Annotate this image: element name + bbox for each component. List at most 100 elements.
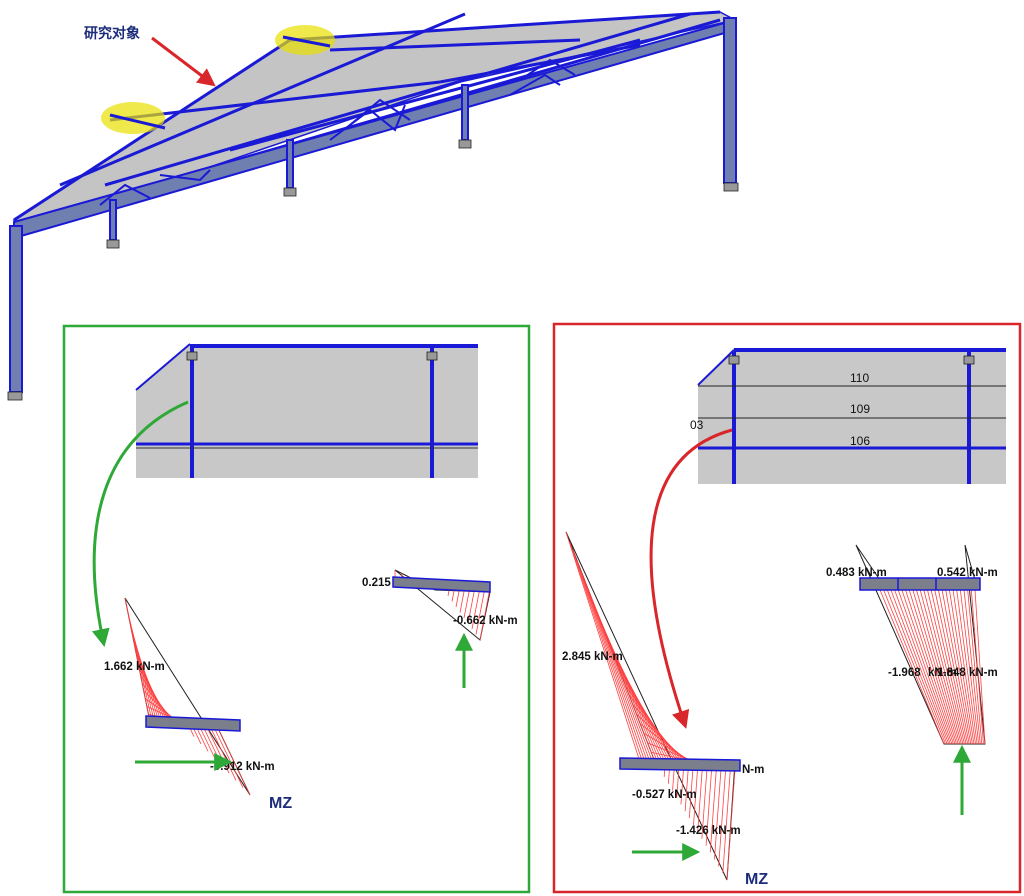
- right-left-moment-diagram: 2.845 kN-m N-m -0.527 kN-m -1.426 kN-m M…: [562, 531, 768, 888]
- moment-hatch-line: [879, 589, 945, 745]
- truss-web: [99, 58, 576, 206]
- moment-hatch-line: [886, 589, 948, 745]
- moment-hatch-line: [676, 769, 680, 798]
- moment-hatch-line: [479, 587, 491, 641]
- moment-hatch-line: [934, 589, 969, 745]
- right-right-left-value: 0.483 kN-m: [826, 567, 887, 579]
- moment-hatch-line: [974, 589, 986, 745]
- moment-hatch-line: [463, 586, 471, 619]
- moment-hatch-line: [565, 531, 641, 763]
- moment-hatch-line: [663, 769, 666, 777]
- left-small-beam-bar: [392, 576, 491, 593]
- left-right-bottom-value: -0.662 kN-m: [453, 615, 518, 627]
- support-left: [7, 391, 23, 401]
- moment-hatch-line: [672, 769, 675, 791]
- moment-hatch-line: [471, 587, 481, 630]
- beam-label-106: 106: [850, 434, 870, 448]
- moment-hatch-line: [923, 589, 964, 745]
- left-column: [9, 225, 23, 393]
- moment-hatch-line: [709, 769, 717, 853]
- left-right-top-value: 0.215: [362, 577, 391, 589]
- moment-hatch-line: [684, 769, 689, 812]
- research-object-arrow: [151, 36, 216, 87]
- moment-hatch-line: [726, 769, 736, 881]
- moment-hatch-line: [945, 589, 973, 745]
- moment-hatch-line: [140, 675, 173, 723]
- moment-hatch-line: [949, 589, 975, 745]
- moment-hatch-line: [701, 769, 708, 839]
- beam-label-109: 109: [850, 402, 870, 416]
- moment-hatch-line: [697, 769, 703, 832]
- right-curved-arrow: [649, 428, 733, 729]
- moment-hatch-line: [573, 551, 646, 763]
- moment-hatch-line: [705, 769, 712, 846]
- right-panel-border: [552, 322, 1022, 894]
- left-curved-arrow: [91, 400, 189, 648]
- moment-hatch-line: [901, 589, 954, 745]
- moment-hatch-line: [688, 769, 694, 819]
- moment-hatch-line: [693, 769, 698, 826]
- moment-hatch-line: [138, 667, 171, 723]
- right-left-beam-bar: [619, 757, 741, 772]
- moment-hatch-line: [908, 589, 957, 745]
- moment-hatch-line: [211, 721, 244, 788]
- right-left-mid-partial: N-m: [742, 764, 764, 776]
- moment-hatch-line: [475, 587, 486, 635]
- moment-hatch-line: [467, 587, 476, 624]
- highlight-member-1: [101, 102, 165, 134]
- moment-hatch-line: [580, 570, 651, 763]
- right-right-beam-bar: [859, 577, 981, 591]
- moment-hatch-line: [963, 589, 981, 745]
- moment-hatch-line: [894, 589, 951, 745]
- moment-hatch-line: [667, 769, 670, 784]
- beam-label-partial: 03: [690, 418, 704, 432]
- support-right: [723, 182, 739, 192]
- right-panel: 110 109 106 03 2.845 kN-m N-m -0.527 kN-…: [552, 322, 1022, 894]
- moment-hatch-line: [576, 560, 648, 763]
- moment-hatch-line: [643, 732, 693, 763]
- right-column: [723, 17, 737, 184]
- moment-hatch-line: [680, 769, 684, 805]
- right-left-bottom-value: -1.426 kN-m: [676, 825, 741, 837]
- moment-hatch-line: [569, 541, 643, 763]
- right-left-top-value: 2.845 kN-m: [562, 651, 623, 663]
- left-small-moment-diagram: 0.215 -0.662 kN-m: [362, 569, 518, 688]
- left-beam-bar: [145, 715, 241, 732]
- moment-hatch-line: [722, 769, 731, 874]
- moment-hatch-line: [883, 589, 946, 745]
- inner-posts: [106, 84, 472, 249]
- moment-hatch-line: [970, 589, 984, 745]
- left-inset-detail: [135, 343, 478, 478]
- moment-hatch-line: [927, 589, 965, 745]
- moment-hatch-line: [959, 589, 980, 745]
- moment-hatch-line: [718, 769, 727, 867]
- left-panel: 1.662 kN-m -0.912 kN-m MZ 0.215 -0.662 k…: [62, 324, 531, 894]
- moment-hatch-line: [916, 589, 961, 745]
- research-object-label: 研究对象: [84, 25, 140, 41]
- left-axis-label: MZ: [269, 795, 292, 812]
- moment-hatch-line: [956, 589, 978, 745]
- moment-hatch-line: [905, 589, 956, 745]
- moment-hatch-line: [930, 589, 967, 745]
- right-right-moment-diagram: 0.483 kN-m 0.542 kN-m -1.968 kN-m 1.848 …: [826, 544, 998, 815]
- left-top-value: 1.662 kN-m: [104, 661, 165, 673]
- moment-hatch-line: [919, 589, 962, 745]
- right-overlap-c: 1.848 kN-m: [937, 667, 998, 679]
- right-overlap-b: kN-m: [928, 667, 957, 679]
- structure-overview: 研究对象: [7, 10, 739, 401]
- right-right-right-value: 0.542 kN-m: [937, 567, 998, 579]
- left-panel-border: [62, 324, 531, 894]
- moment-hatch-line: [897, 589, 953, 745]
- moment-hatch-line: [714, 769, 722, 860]
- moment-hatch-line: [214, 721, 251, 796]
- moment-hatch-line: [912, 589, 959, 745]
- beam-label-110: 110: [850, 371, 869, 385]
- left-moment-diagram: 1.662 kN-m -0.912 kN-m MZ: [104, 597, 292, 812]
- right-inset-detail: 110 109 106 03: [690, 348, 1006, 484]
- right-left-mid-value: -0.527 kN-m: [632, 789, 697, 801]
- moment-hatch-line: [938, 589, 970, 745]
- moment-hatch-line: [941, 589, 972, 745]
- right-axis-label: MZ: [745, 871, 768, 888]
- moment-hatch-line: [952, 589, 976, 745]
- moment-hatch-line: [967, 589, 983, 745]
